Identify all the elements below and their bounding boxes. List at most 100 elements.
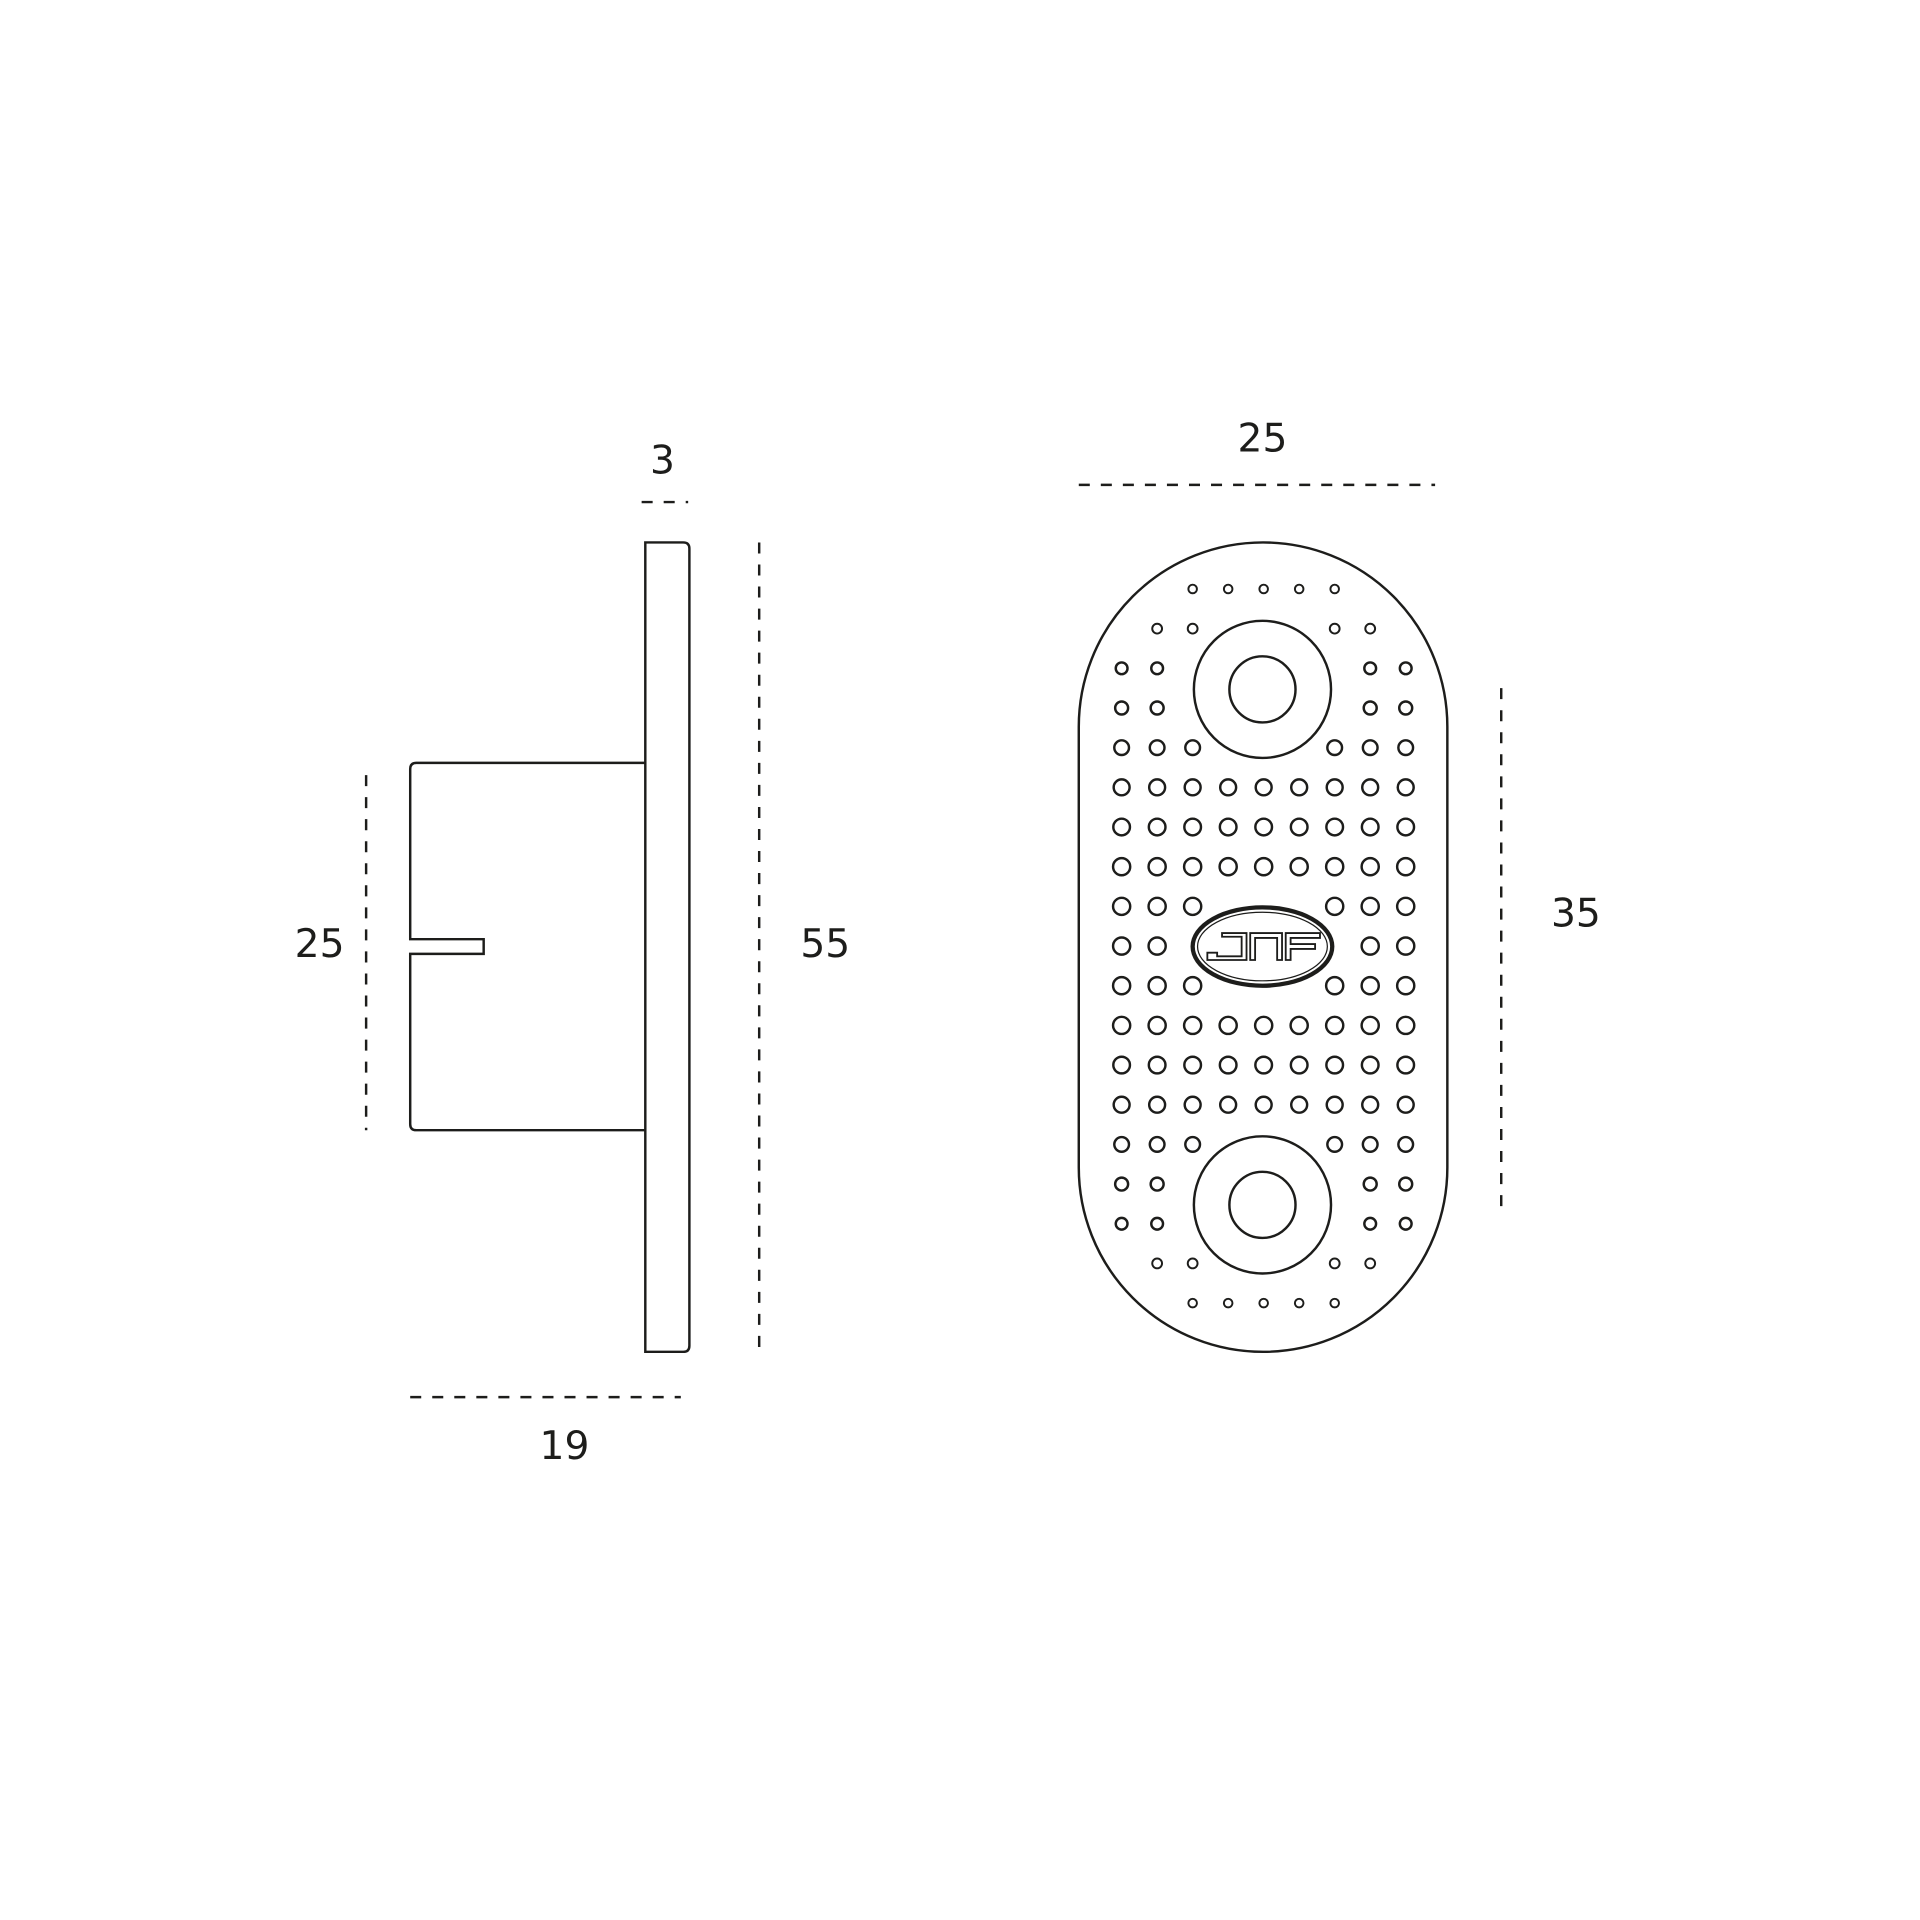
texture-dot: [1148, 1135, 1166, 1153]
texture-dot: [1289, 1015, 1309, 1036]
texture-dot: [1150, 1216, 1165, 1231]
texture-dot: [1254, 778, 1273, 797]
texture-dot: [1293, 1297, 1305, 1309]
texture-dot: [1186, 1257, 1199, 1270]
texture-dot: [1361, 1135, 1379, 1153]
texture-dot: [1112, 1095, 1131, 1114]
texture-dot: [1326, 1135, 1344, 1153]
texture-dot: [1112, 817, 1132, 837]
texture-dot: [1184, 1135, 1202, 1153]
texture-dot: [1258, 583, 1269, 595]
texture-dot: [1397, 739, 1415, 757]
texture-dot: [1254, 817, 1274, 837]
dim-label-depth: 19: [540, 1424, 590, 1469]
texture-dot: [1328, 622, 1341, 635]
texture-dot: [1111, 975, 1132, 996]
texture-dot: [1290, 1095, 1309, 1114]
texture-dot: [1290, 778, 1309, 797]
texture-dot: [1112, 1055, 1132, 1075]
texture-dot: [1362, 700, 1378, 716]
texture-dot: [1325, 778, 1344, 797]
texture-dot: [1397, 1176, 1414, 1192]
texture-dot: [1396, 817, 1416, 837]
texture-dot: [1218, 856, 1238, 877]
texture-dot: [1360, 1055, 1380, 1075]
texture-dot: [1361, 1095, 1380, 1114]
texture-dot: [1111, 896, 1132, 917]
texture-dot: [1326, 739, 1344, 757]
texture-dot: [1149, 700, 1165, 716]
texture-dot: [1183, 1055, 1203, 1075]
texture-dot: [1182, 1015, 1203, 1036]
texture-dot: [1182, 856, 1203, 877]
texture-dot: [1396, 1055, 1416, 1075]
spindle-body-profile: [408, 761, 646, 1132]
texture-dot: [1186, 622, 1199, 635]
texture-dot: [1113, 1176, 1130, 1192]
texture-dot: [1289, 817, 1309, 837]
texture-dot: [1148, 739, 1166, 757]
texture-dot: [1150, 661, 1165, 676]
texture-dot: [1325, 1095, 1344, 1114]
texture-dot: [1395, 936, 1416, 956]
texture-dot: [1293, 583, 1305, 595]
texture-dot: [1147, 1015, 1167, 1036]
texture-dot: [1254, 1055, 1274, 1075]
texture-dot: [1114, 661, 1129, 676]
brand-logo: [1190, 905, 1335, 988]
texture-dot: [1253, 1015, 1274, 1036]
texture-dot: [1362, 1176, 1378, 1192]
dim-label-thickness: 3: [650, 438, 675, 483]
texture-dot: [1111, 1015, 1132, 1036]
texture-dot: [1182, 975, 1203, 996]
texture-dot: [1151, 622, 1164, 635]
texture-dot: [1324, 975, 1345, 996]
texture-dot: [1147, 1095, 1167, 1114]
texture-dot: [1147, 856, 1167, 877]
texture-dot: [1395, 1015, 1416, 1036]
texture-dot: [1398, 1216, 1413, 1231]
rose-plate-profile: [644, 541, 691, 1354]
texture-dot: [1360, 856, 1380, 877]
texture-dot: [1149, 1176, 1165, 1192]
texture-dot: [1147, 1055, 1167, 1075]
texture-dot: [1398, 661, 1413, 676]
texture-dot: [1183, 778, 1202, 797]
texture-dot: [1147, 936, 1167, 956]
texture-dot: [1325, 1055, 1345, 1075]
texture-dot: [1182, 896, 1203, 917]
side-view: 3 55 25 19: [295, 438, 851, 1469]
texture-dot: [1360, 975, 1380, 996]
texture-dot: [1397, 700, 1414, 716]
oval-rose-outline: [1077, 541, 1449, 1354]
texture-dot: [1222, 1297, 1234, 1309]
logo-ellipse-inner: [1196, 911, 1328, 982]
screw-washer-bottom: [1192, 1135, 1333, 1275]
texture-dot: [1218, 778, 1238, 797]
texture-dot: [1396, 1095, 1415, 1114]
texture-dot: [1114, 1216, 1129, 1231]
texture-dot: [1218, 817, 1238, 837]
dot-pattern: [1111, 583, 1416, 1309]
texture-dot: [1183, 817, 1203, 837]
texture-dot: [1289, 1055, 1309, 1075]
texture-dot: [1364, 622, 1377, 635]
texture-dot: [1395, 856, 1416, 877]
texture-dot: [1113, 700, 1130, 716]
texture-dot: [1187, 1297, 1198, 1309]
dim-label-width: 25: [1238, 416, 1288, 461]
texture-dot: [1360, 936, 1380, 956]
texture-dot: [1363, 661, 1378, 676]
texture-dot: [1361, 778, 1380, 797]
texture-dot: [1147, 896, 1167, 917]
texture-dot: [1396, 778, 1415, 797]
texture-dot: [1258, 1297, 1269, 1309]
screw-hole-top: [1228, 655, 1297, 724]
texture-dot: [1289, 856, 1309, 877]
texture-dot: [1363, 1216, 1378, 1231]
dim-label-hole-spacing: 35: [1551, 891, 1601, 936]
texture-dot: [1147, 817, 1167, 837]
texture-dot: [1360, 896, 1380, 917]
texture-dot: [1187, 583, 1198, 595]
